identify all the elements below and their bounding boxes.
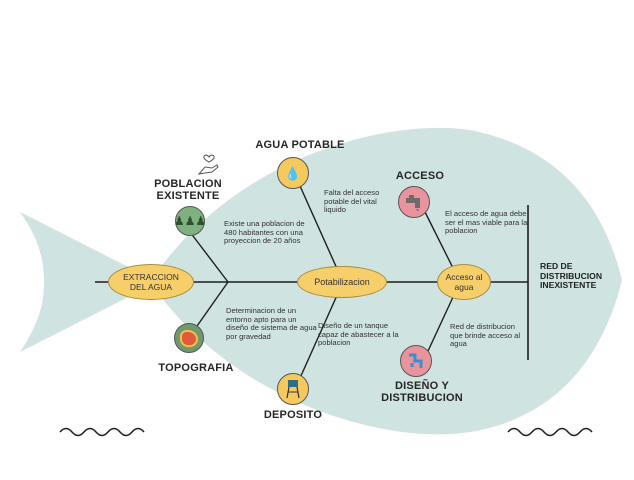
category-text-topografia: Determinacion de un entorno apto para un…: [226, 306, 317, 341]
water-drops-icon: 💧: [277, 157, 309, 189]
fish-tail: [20, 212, 158, 352]
node-extraccion-label: EXTRACCION DEL AGUA: [123, 272, 179, 292]
category-title-topografia: TOPOGRAFIA: [158, 362, 234, 374]
node-extraccion: EXTRACCION DEL AGUA: [108, 264, 194, 300]
category-text-distribucion: Red de distribucion que brinde acceso al…: [450, 322, 521, 349]
wave-right: [507, 427, 593, 437]
category-title-distribucion: DISEÑO Y DISTRIBUCION: [381, 380, 463, 404]
pipes-icon: [400, 345, 432, 377]
wave-left: [59, 427, 145, 437]
pipes-glyph: [409, 353, 423, 368]
node-acceso-label: Acceso al agua: [445, 272, 483, 292]
faucet-glyph: [406, 195, 420, 211]
node-acceso: Acceso al agua: [437, 264, 491, 300]
category-text-agua-potable: Falta del acceso potable del vital liqui…: [324, 188, 380, 215]
category-text-deposito: Diseño de un tanque capaz de abastecer a…: [318, 321, 399, 348]
category-text-poblacion: Existe una poblacion de 480 habitantes c…: [224, 219, 305, 246]
category-title-agua-potable: AGUA POTABLE: [255, 139, 345, 151]
category-title-poblacion: POBLACION EXISTENTE: [154, 178, 222, 202]
category-title-acceso: ACCESO: [395, 170, 445, 182]
water-tower-icon: [277, 373, 309, 405]
hand-heart-icon: [197, 154, 219, 175]
node-potabilizacion: Potabilizacion: [297, 266, 387, 298]
water-tower-glyph: [286, 380, 300, 399]
bone-deposito: [299, 281, 344, 379]
category-title-deposito: DEPOSITO: [263, 409, 323, 421]
problem-statement: RED DE DISTRIBUCION INEXISTENTE: [540, 261, 603, 290]
people-icon: ♟♟♟: [174, 206, 206, 236]
node-potabilizacion-label: Potabilizacion: [314, 277, 370, 287]
topography-map-icon: [174, 323, 204, 353]
category-text-acceso: El acceso de agua debe ser el mas viable…: [445, 209, 528, 236]
bone-poblacion: [189, 231, 229, 283]
faucet-icon: [398, 186, 430, 218]
